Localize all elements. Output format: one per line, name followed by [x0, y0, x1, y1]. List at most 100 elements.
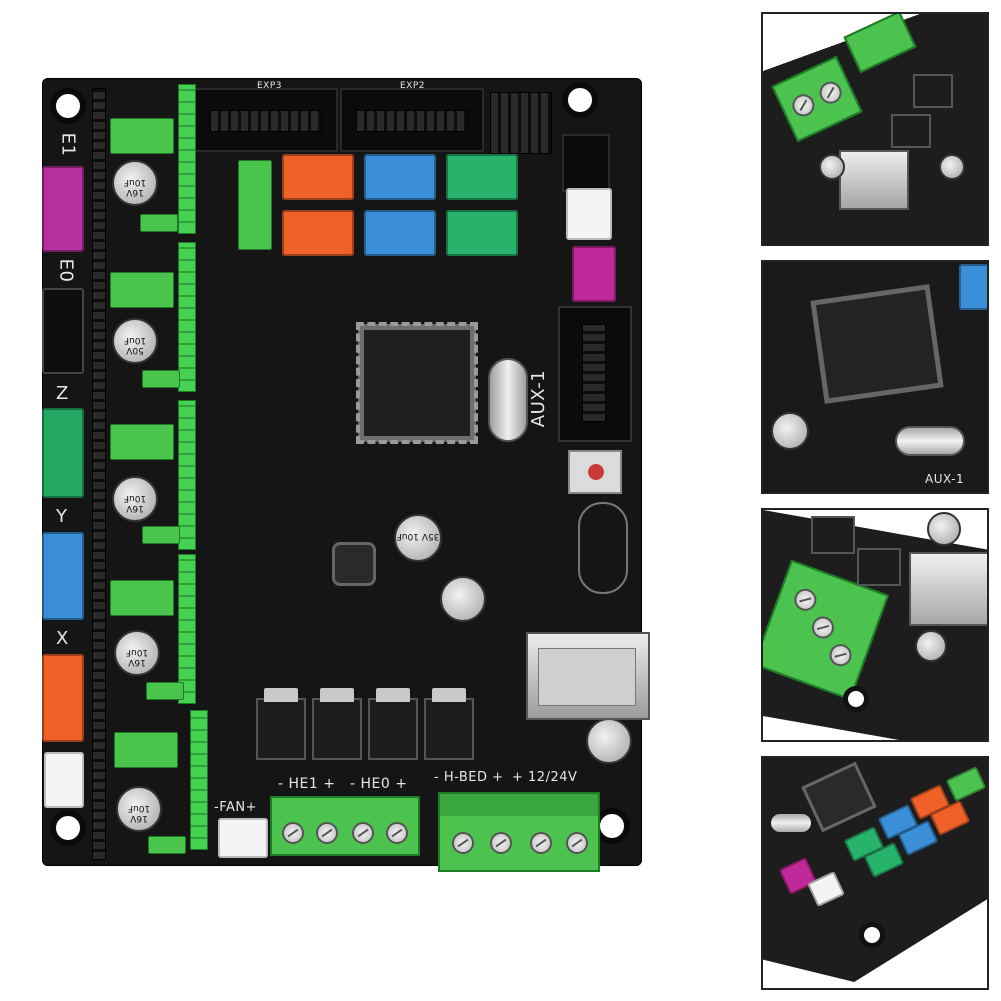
usb-port	[909, 552, 987, 626]
capacitor-label: 16V 10uF	[127, 802, 151, 823]
capacitor	[927, 512, 961, 546]
inset-panel-terminal	[761, 12, 989, 246]
jumper-block	[110, 580, 174, 616]
exp3-header	[194, 88, 338, 152]
inductor	[332, 542, 376, 586]
orange-endstop-connector	[282, 210, 354, 256]
usb-port	[839, 150, 909, 210]
driver-socket	[178, 84, 196, 234]
mounting-hole	[562, 82, 598, 118]
e1-connector	[42, 166, 84, 252]
crystal	[488, 358, 528, 442]
screw[interactable]	[282, 822, 304, 844]
controller-board: EXP3 EXP2 E1 E0 Z Y X 16V 10uF 50V 10uF …	[42, 78, 650, 866]
y-connector	[42, 532, 84, 620]
white-connector	[44, 752, 84, 808]
mosfet	[891, 114, 931, 148]
capacitor	[440, 576, 486, 622]
x-label: X	[56, 628, 69, 649]
capacitor	[586, 718, 632, 764]
inset-aux-label: AUX-1	[925, 472, 965, 486]
capacitor	[819, 154, 845, 180]
driver-socket	[190, 710, 208, 850]
blue-endstop-connector	[364, 210, 436, 256]
fan-connector	[218, 818, 268, 858]
mounting-hole	[50, 88, 86, 124]
he1-label: - HE1 +	[278, 776, 336, 792]
driver-socket	[178, 242, 196, 392]
capacitor-label: 16V 10uF	[123, 492, 147, 513]
inset-panel-mcu: AUX-1	[761, 260, 989, 494]
fan-label: -FAN+	[214, 800, 257, 815]
jumper-block	[148, 836, 186, 854]
capacitor: 16V 10uF	[112, 160, 158, 206]
capacitor-label: 16V 10uF	[125, 646, 149, 667]
capacitor	[939, 154, 965, 180]
mosfet	[811, 516, 855, 554]
jumper-block	[142, 526, 180, 544]
e1-label: E1	[57, 132, 79, 157]
mcu-chip	[356, 322, 478, 444]
orange-endstop-connector	[282, 154, 354, 200]
capacitor	[915, 630, 947, 662]
z-connector	[42, 408, 84, 498]
screw[interactable]	[352, 822, 374, 844]
capacitor: 16V 10uF	[114, 630, 160, 676]
mosfet	[256, 688, 306, 760]
mounting-hole	[843, 686, 869, 712]
bed-power-terminal	[438, 792, 600, 872]
jumper-block	[110, 118, 174, 154]
mosfet	[312, 688, 362, 760]
screw[interactable]	[386, 822, 408, 844]
he0-label: - HE0 +	[350, 776, 408, 792]
screw[interactable]	[452, 832, 474, 854]
jumper-block	[140, 214, 178, 232]
aux1-header	[558, 306, 632, 442]
usb-port[interactable]	[526, 632, 650, 720]
screw[interactable]	[316, 822, 338, 844]
mosfet	[368, 688, 418, 760]
screw[interactable]	[530, 832, 552, 854]
exp2-label: EXP2	[400, 81, 426, 91]
driver-socket	[178, 400, 196, 550]
reset-button[interactable]	[568, 450, 622, 494]
y-label: Y	[56, 506, 68, 527]
aux-header-top	[562, 134, 610, 192]
capacitor: 35V 10uF	[394, 514, 442, 562]
green-endstop-connector	[446, 210, 518, 256]
i2c-header	[238, 160, 272, 250]
power-label: + 12/24V	[512, 770, 578, 785]
screw[interactable]	[566, 832, 588, 854]
inset-panel-connectors	[761, 756, 989, 990]
jumper-block	[142, 370, 180, 388]
oval-component	[578, 502, 628, 594]
heater-terminal	[270, 796, 420, 856]
mosfet	[857, 548, 901, 586]
z-label: Z	[56, 383, 69, 404]
capacitor: 16V 10uF	[112, 476, 158, 522]
blue-connector	[959, 264, 987, 310]
pin-column	[92, 88, 106, 860]
inset-panel-usb	[761, 508, 989, 742]
exp3-label: EXP3	[257, 81, 283, 91]
jumper-block	[110, 272, 174, 308]
jumper-block	[114, 732, 178, 768]
capacitor	[771, 412, 809, 450]
jumper-block	[110, 424, 174, 460]
mosfet	[424, 688, 474, 760]
pin-header	[490, 92, 552, 154]
crystal	[771, 814, 811, 832]
capacitor-label: 35V 10uF	[396, 531, 440, 542]
exp2-header	[340, 88, 484, 152]
screw[interactable]	[490, 832, 512, 854]
capacitor-label: 16V 10uF	[123, 176, 147, 197]
white-connector	[566, 188, 612, 240]
crystal	[895, 426, 965, 456]
aux1-label: AUX-1	[528, 369, 550, 428]
jumper-block	[146, 682, 184, 700]
capacitor: 16V 10uF	[116, 786, 162, 832]
driver-socket	[178, 554, 196, 704]
x-connector	[42, 654, 84, 742]
mounting-hole	[50, 810, 86, 846]
green-endstop-connector	[446, 154, 518, 200]
